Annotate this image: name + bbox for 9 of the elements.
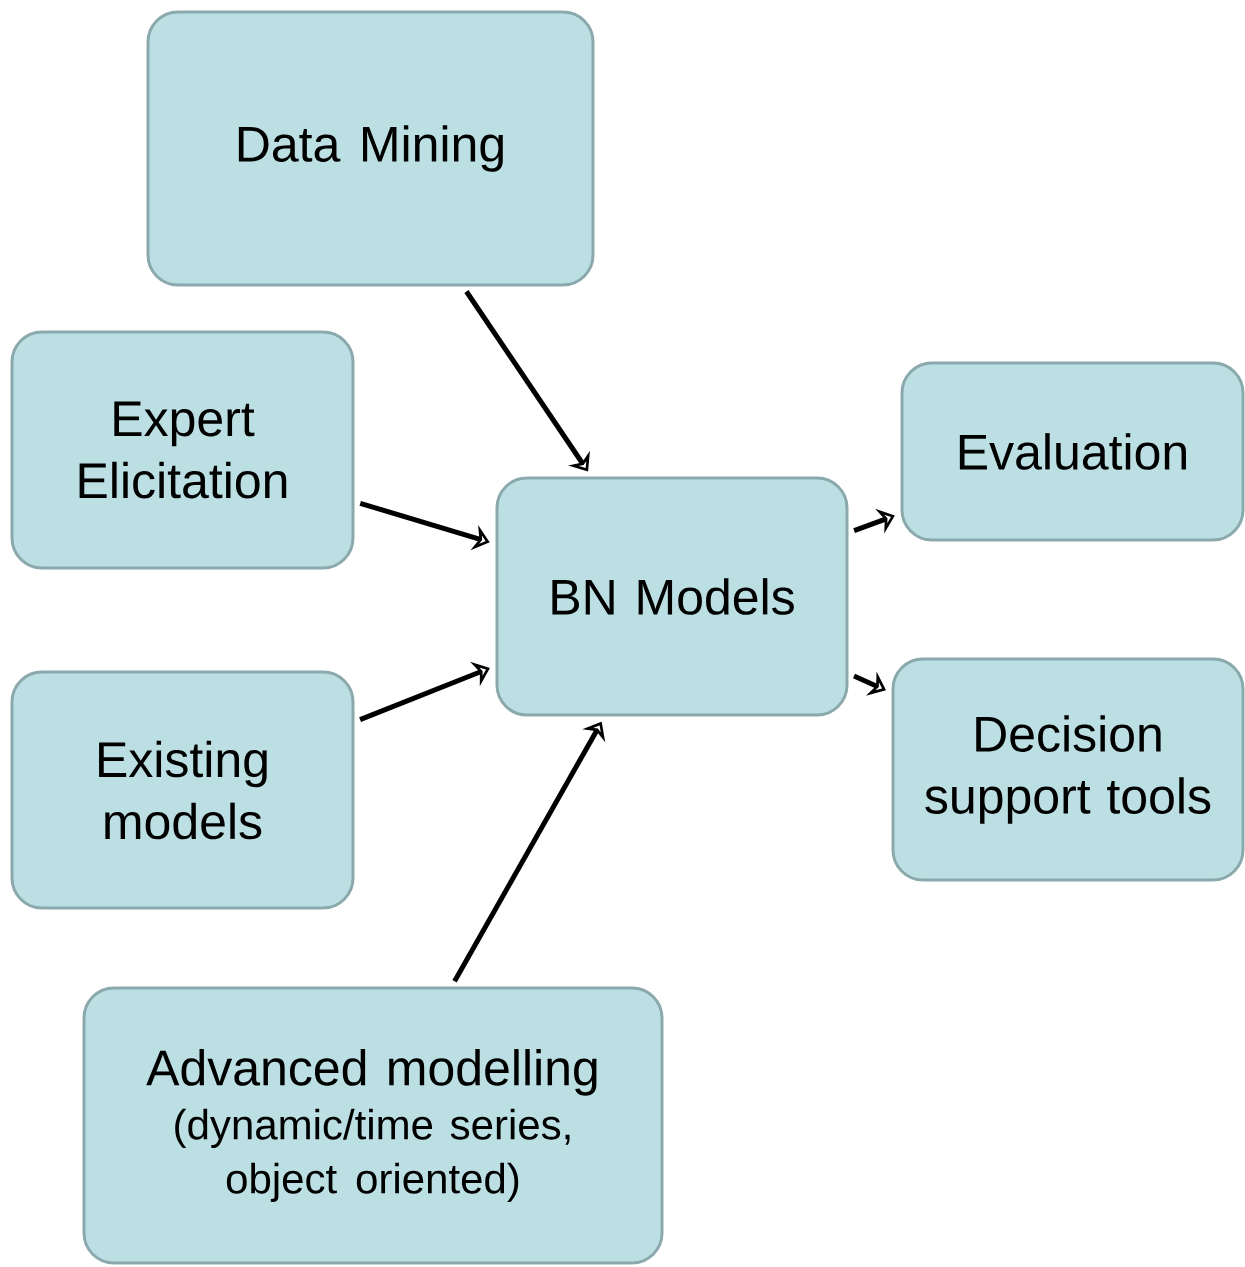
process-box: BN Models [495,476,849,717]
process-box: Decision support tools [891,657,1245,882]
arrow [359,661,490,722]
process-box: Advanced modelling (dynamic/time series, object oriented) [82,986,664,1265]
process-box: Evaluation [900,361,1245,542]
process-box: Expert Elicitation [10,330,355,570]
process-box: Data Mining [146,10,595,287]
process-box: Existing models [10,670,355,910]
arrow [464,290,590,472]
